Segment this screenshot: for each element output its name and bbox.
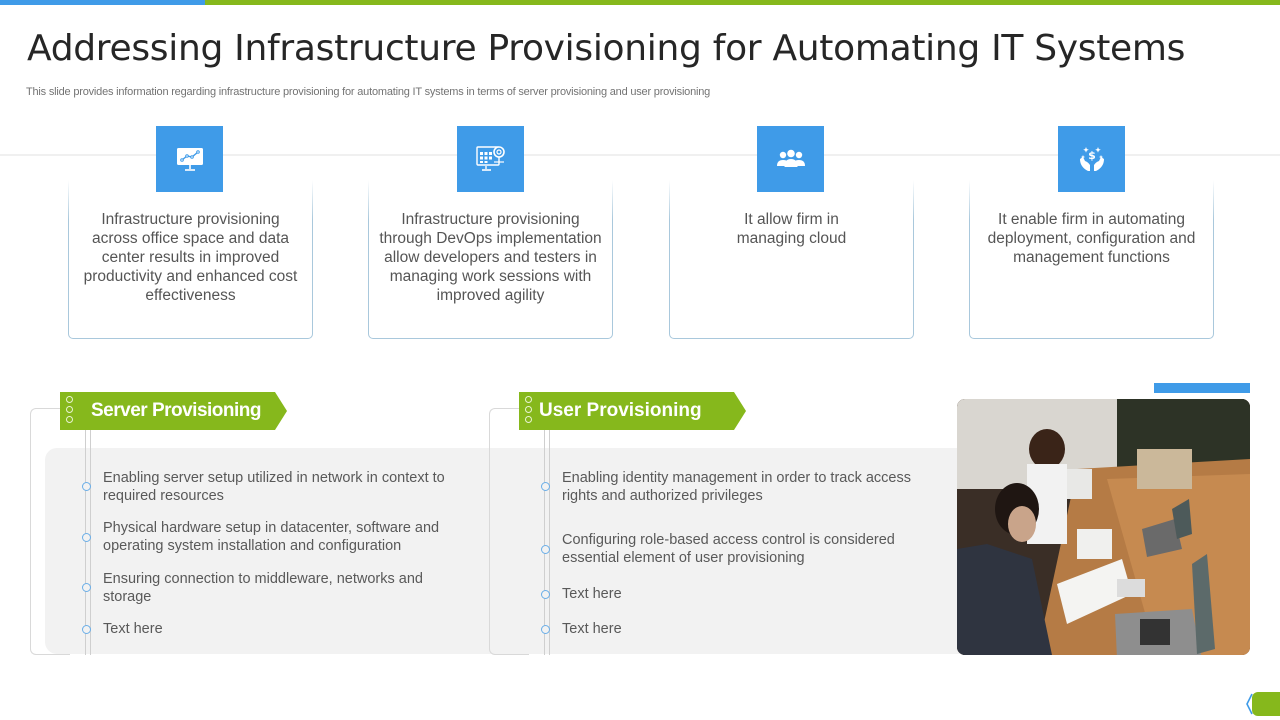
top-accent-bar (0, 0, 1280, 5)
slide-title: Addressing Infrastructure Provisioning f… (27, 28, 1186, 69)
slide-nav[interactable] (1245, 692, 1280, 716)
bullet-circle-icon (82, 533, 91, 542)
office-photo (957, 399, 1250, 655)
user-provisioning-tag: User Provisioning (519, 392, 746, 430)
svg-text:$: $ (1088, 149, 1096, 162)
list-item: Physical hardware setup in datacenter, s… (82, 519, 463, 555)
info-card-2: Infrastructure provisioning through DevO… (368, 180, 613, 339)
user-timeline (544, 430, 550, 655)
monitor-gear-icon (457, 126, 524, 192)
top-accent-blue (0, 0, 205, 5)
team-icon (757, 126, 824, 192)
bullet-circle-icon (82, 583, 91, 592)
list-item: Text here (541, 585, 927, 603)
provisioning-panel (45, 448, 960, 654)
list-item: Ensuring connection to middleware, netwo… (82, 570, 463, 606)
monitor-chart-icon (156, 126, 223, 192)
list-item: Text here (541, 620, 927, 638)
server-timeline (85, 430, 91, 655)
list-item: Enabling identity management in order to… (541, 469, 927, 505)
list-item: Configuring role-based access control is… (541, 531, 927, 567)
top-accent-green (205, 0, 1280, 5)
list-item: Text here (82, 620, 463, 638)
bullet-circle-icon (82, 625, 91, 634)
tag-dots-icon (525, 396, 532, 423)
section-label: User Provisioning (539, 400, 702, 421)
server-section-bracket (30, 408, 70, 655)
info-card-3: It allow firm in managing cloud (669, 180, 914, 339)
card-text: Infrastructure provisioning across offic… (83, 211, 298, 304)
hands-dollar-icon: $ (1058, 126, 1125, 192)
server-provisioning-tag: Server Provisioning (60, 392, 287, 430)
list-item: Enabling server setup utilized in networ… (82, 469, 463, 505)
bullet-circle-icon (541, 625, 550, 634)
card-text: It allow firm in managing cloud (736, 211, 847, 247)
card-text: Infrastructure provisioning through DevO… (379, 211, 602, 304)
divider (0, 154, 1280, 156)
photo-accent-bar (1154, 383, 1250, 393)
bullet-circle-icon (541, 590, 550, 599)
info-card-4: It enable firm in automating deployment,… (969, 180, 1214, 339)
card-text: It enable firm in automating deployment,… (987, 211, 1196, 266)
user-section-bracket (489, 408, 529, 655)
section-label: Server Provisioning (91, 400, 262, 421)
tag-dots-icon (66, 396, 73, 423)
bullet-circle-icon (541, 545, 550, 554)
nav-tab[interactable] (1252, 692, 1280, 716)
bullet-circle-icon (82, 482, 91, 491)
chevron-left-icon[interactable] (1245, 692, 1253, 716)
info-card-1: Infrastructure provisioning across offic… (68, 180, 313, 339)
slide-subtitle: This slide provides information regardin… (26, 86, 711, 98)
bullet-circle-icon (541, 482, 550, 491)
